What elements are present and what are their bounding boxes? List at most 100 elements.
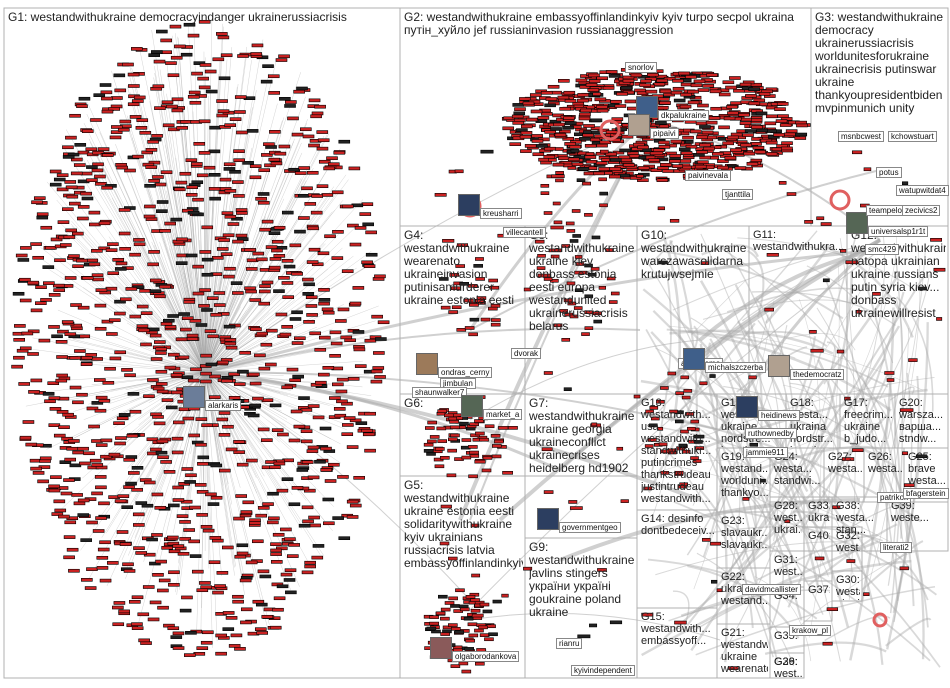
vertex — [749, 88, 760, 91]
vertex — [729, 667, 739, 670]
vertex — [699, 125, 710, 128]
vertex — [312, 195, 323, 198]
vertex — [349, 167, 360, 170]
vertex — [362, 261, 373, 264]
vertex — [213, 591, 224, 594]
vertex — [206, 363, 217, 366]
vertex — [192, 181, 203, 184]
vertex — [269, 91, 280, 94]
vertex — [548, 85, 559, 88]
vertex — [232, 595, 243, 598]
vertex — [510, 143, 521, 146]
vertex — [491, 434, 500, 437]
vertex — [821, 223, 831, 226]
vertex — [638, 166, 649, 169]
vertex — [168, 504, 179, 507]
vertex — [779, 181, 786, 184]
vertex — [451, 627, 460, 630]
vertex-label: thedemocratz — [790, 369, 844, 380]
vertex — [118, 128, 129, 131]
vertex — [546, 98, 557, 101]
vertex — [309, 516, 320, 519]
vertex — [568, 166, 576, 169]
vertex — [184, 23, 195, 26]
vertex — [246, 290, 257, 293]
vertex — [259, 290, 270, 293]
vertex — [150, 279, 161, 282]
vertex — [75, 143, 86, 146]
vertex — [696, 447, 704, 450]
vertex — [741, 144, 752, 147]
vertex — [575, 289, 583, 292]
vertex — [596, 162, 607, 165]
vertex — [156, 348, 167, 351]
vertex — [177, 238, 188, 241]
vertex-label: kyivindependent — [571, 665, 635, 676]
vertex — [350, 302, 361, 305]
vertex — [287, 555, 298, 558]
vertex — [289, 543, 300, 546]
vertex — [450, 426, 459, 429]
vertex — [131, 623, 142, 626]
avatar — [461, 395, 483, 417]
vertex — [154, 422, 165, 425]
vertex — [597, 109, 608, 112]
vertex — [168, 627, 179, 630]
vertex — [631, 74, 642, 77]
vertex — [97, 566, 108, 569]
vertex — [332, 383, 343, 386]
vertex — [92, 463, 103, 466]
vertex — [451, 665, 460, 668]
vertex — [469, 475, 478, 478]
vertex — [297, 468, 308, 471]
vertex — [183, 417, 194, 420]
vertex — [335, 319, 346, 322]
vertex — [176, 338, 187, 341]
vertex — [268, 517, 279, 520]
vertex — [219, 433, 230, 436]
vertex — [455, 170, 463, 173]
vertex — [549, 249, 561, 252]
vertex — [74, 350, 85, 353]
vertex — [805, 220, 813, 223]
vertex — [717, 589, 722, 592]
vertex — [435, 465, 444, 468]
vertex — [229, 644, 240, 647]
vertex — [294, 90, 305, 93]
vertex — [216, 634, 227, 637]
vertex — [703, 147, 714, 150]
vertex — [81, 539, 92, 542]
vertex — [62, 321, 73, 324]
vertex — [139, 639, 150, 642]
vertex — [237, 370, 248, 373]
vertex — [817, 217, 824, 220]
vertex — [578, 93, 589, 96]
vertex — [32, 201, 43, 204]
vertex — [796, 133, 807, 136]
vertex — [64, 536, 75, 539]
vertex — [887, 379, 894, 382]
vertex — [145, 184, 156, 187]
vertex — [194, 142, 205, 145]
vertex — [483, 456, 492, 459]
vertex — [261, 343, 272, 346]
vertex — [236, 212, 247, 215]
vertex — [170, 25, 181, 28]
vertex-label: smc429 — [865, 244, 899, 255]
vertex — [436, 612, 445, 615]
vertex — [462, 439, 471, 442]
vertex — [656, 79, 667, 82]
vertex — [302, 461, 313, 464]
vertex — [223, 275, 234, 278]
vertex — [79, 97, 90, 100]
vertex — [325, 479, 336, 482]
vertex — [523, 567, 531, 570]
vertex — [311, 115, 322, 118]
vertex — [492, 455, 501, 458]
vertex-label: shaunwalker7 — [412, 387, 467, 398]
vertex — [233, 440, 244, 443]
vertex — [657, 179, 668, 182]
vertex — [185, 474, 196, 477]
vertex-label: paivinevala — [685, 170, 731, 181]
vertex — [327, 157, 338, 160]
